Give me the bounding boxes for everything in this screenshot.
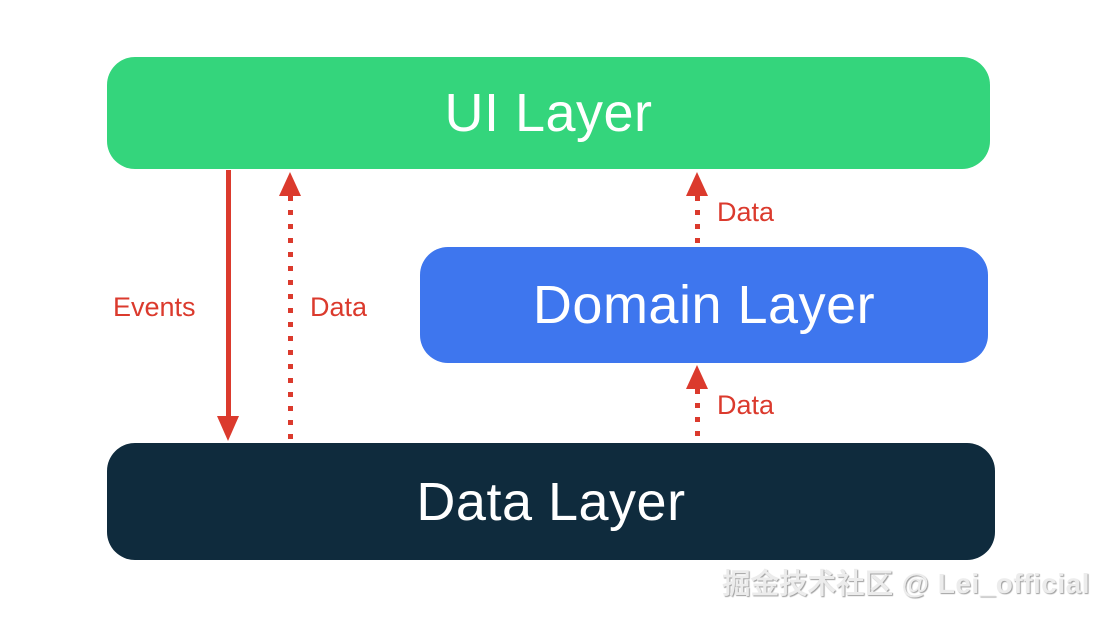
data-domain-ui-arrow-label: Data	[717, 197, 775, 227]
ui-layer-label: UI Layer	[444, 83, 653, 143]
events-arrow-line	[226, 170, 231, 418]
data-left-arrow-label: Data	[310, 292, 368, 322]
domain-layer-box: Domain Layer	[420, 247, 988, 363]
data-data-domain-arrow-label: Data	[717, 390, 775, 420]
ui-layer-box: UI Layer	[107, 57, 990, 169]
data-data-domain-arrow-line	[695, 389, 700, 442]
events-arrowhead-down-icon	[217, 416, 239, 441]
data-layer-label: Data Layer	[416, 471, 686, 532]
data-left-arrow-line	[288, 196, 293, 442]
data-domain-ui-arrow-line	[695, 196, 700, 247]
data-layer-box: Data Layer	[107, 443, 995, 560]
domain-layer-label: Domain Layer	[532, 275, 876, 335]
data-domain-ui-arrowhead-up-icon	[686, 172, 708, 196]
events-arrow-label: Events	[113, 292, 196, 322]
data-left-arrowhead-up-icon	[279, 172, 301, 196]
data-data-domain-arrowhead-up-icon	[686, 365, 708, 389]
watermark: 掘金技术社区 @ Lei_official	[722, 568, 1090, 599]
